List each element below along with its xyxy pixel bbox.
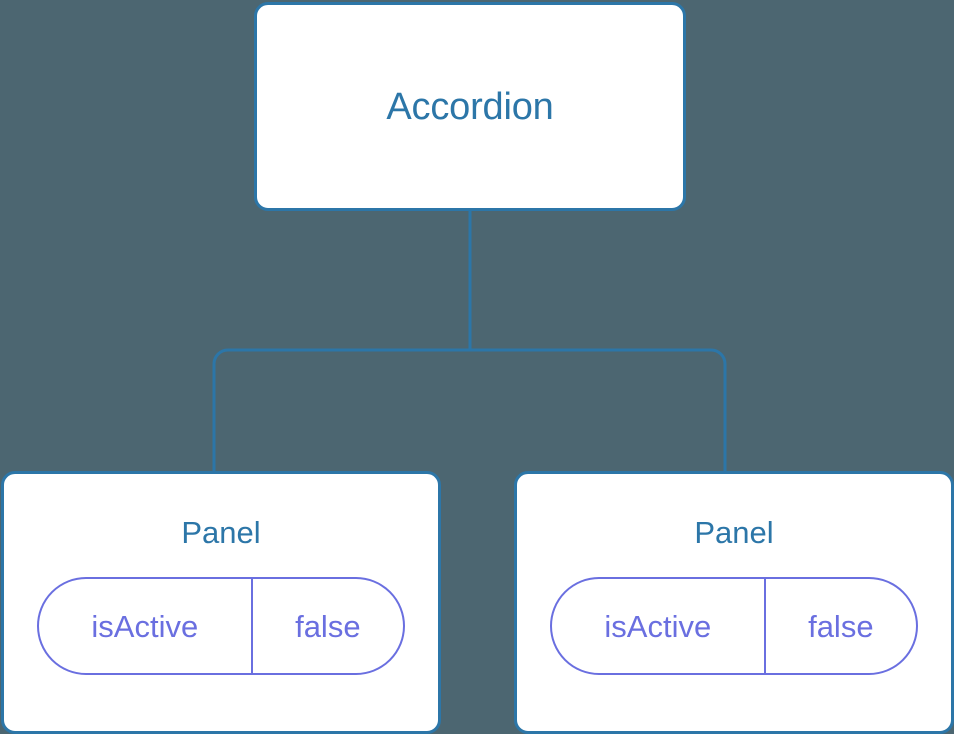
node-accordion[interactable]: Accordion — [254, 2, 686, 211]
node-title: Panel — [181, 515, 261, 550]
node-title: Accordion — [386, 85, 554, 128]
edge-to-panel-left — [212, 348, 470, 472]
prop-key: isActive — [604, 608, 712, 644]
prop-value: false — [763, 579, 916, 673]
node-title: Panel — [694, 515, 774, 550]
edge-to-panel-right — [470, 348, 727, 472]
prop-pill-isactive[interactable]: isActive false — [550, 577, 918, 675]
prop-key: isActive — [91, 608, 199, 644]
prop-value: false — [250, 579, 403, 673]
node-panel-right[interactable]: Panel isActive false — [514, 471, 954, 734]
node-panel-left[interactable]: Panel isActive false — [1, 471, 441, 734]
prop-pill-isactive[interactable]: isActive false — [37, 577, 405, 675]
